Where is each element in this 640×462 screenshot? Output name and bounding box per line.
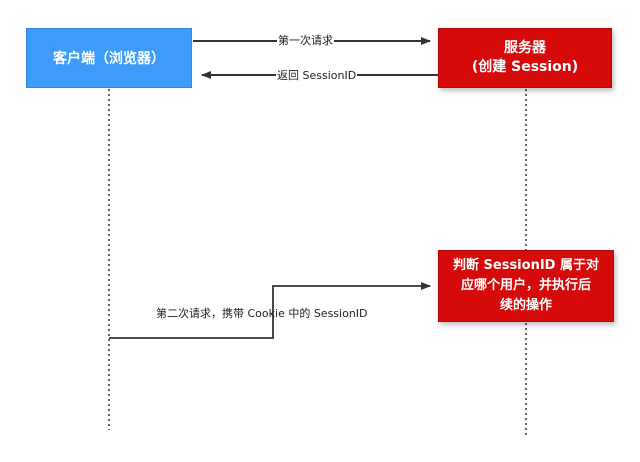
server-box: 服务器 (创建 Session) [438,28,612,88]
client-browser-box: 客户端（浏览器） [26,28,192,88]
second-request-arrow [109,282,431,339]
judge-line-3: 续的操作 [499,298,552,313]
session-judge-box: 判断 SessionID 属于对 应哪个用户，并执行后 续的操作 [438,250,614,322]
judge-line-1: 判断 SessionID 属于对 [453,258,599,273]
return-session-label: 返回 SessionID [276,69,358,82]
server-box-sublabel: (创建 Session) [471,59,579,75]
first-request-label: 第一次请求 [277,34,334,47]
judge-line-2: 应哪个用户，并执行后 [460,278,591,293]
server-box-label: 服务器 [504,40,546,56]
client-box-label: 客户端（浏览器） [53,51,165,67]
second-request-label: 第二次请求，携带 Cookie 中的 SessionID [156,307,368,320]
